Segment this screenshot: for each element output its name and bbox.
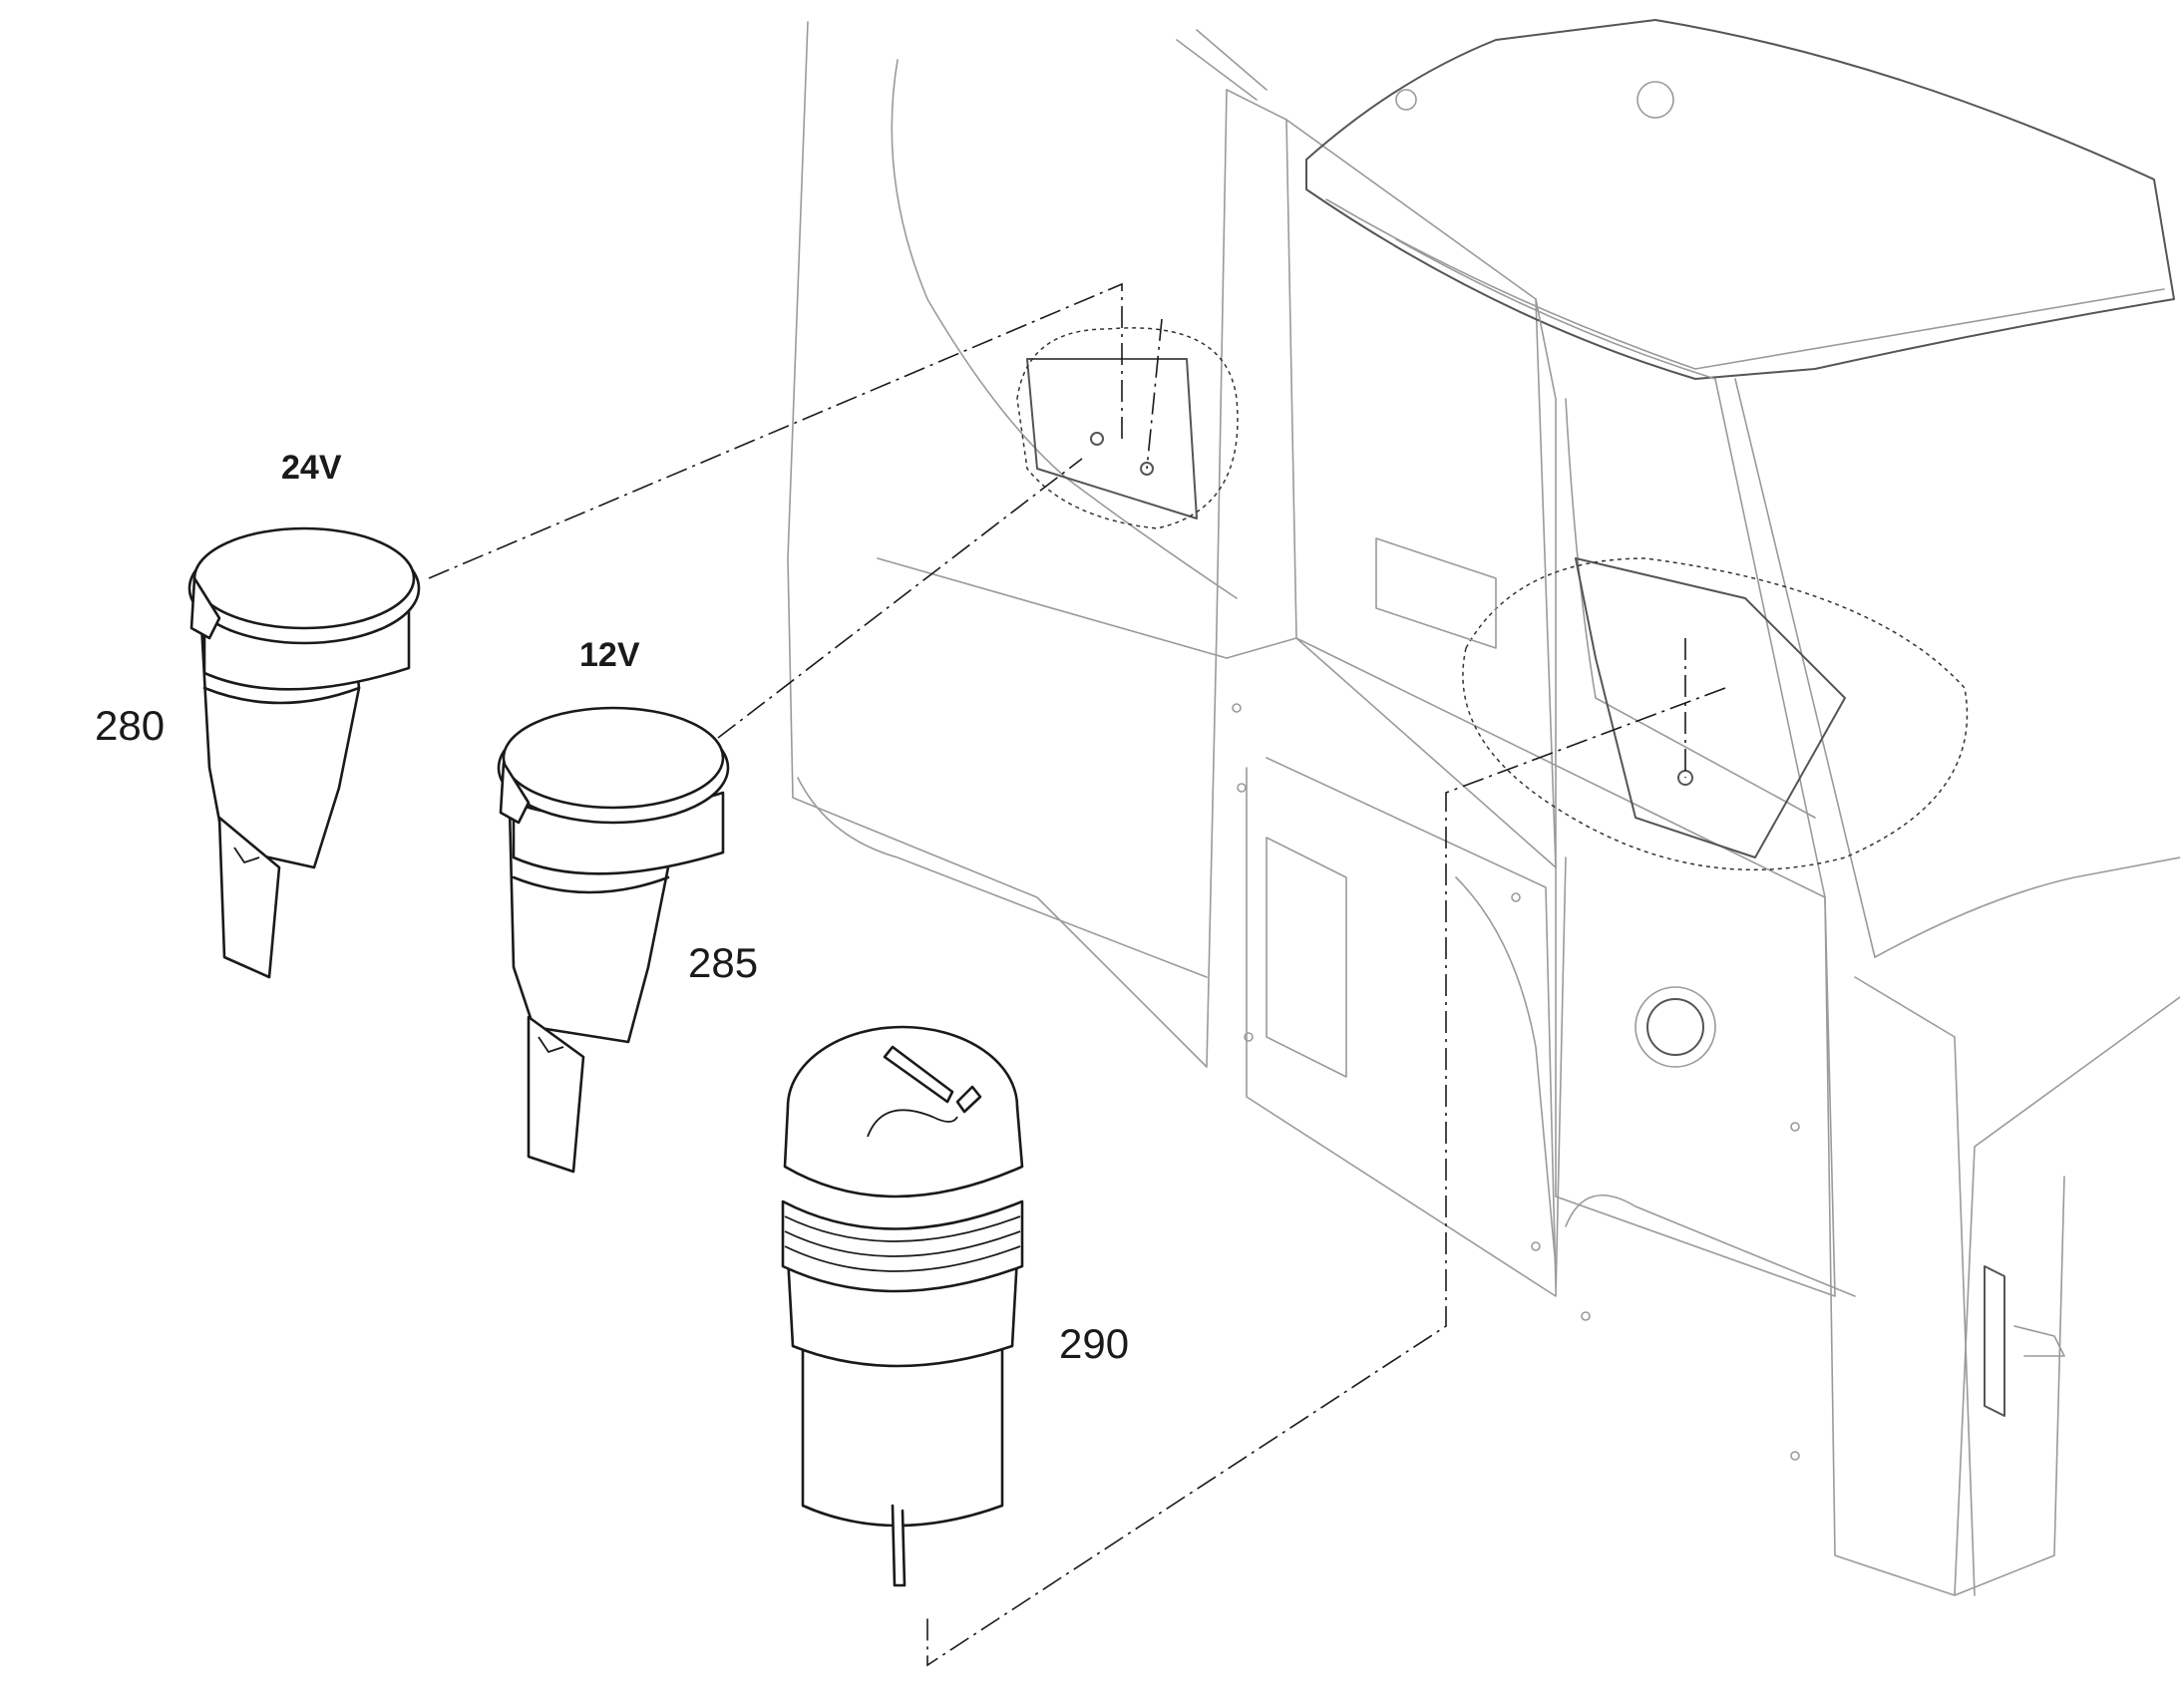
part-labels: 24V 280 12V 285 290 — [95, 449, 1129, 1367]
ashtray-cup — [781, 1025, 1024, 1587]
body-rivets — [1232, 703, 1800, 1461]
machine-body — [787, 19, 2180, 1596]
label-12v: 12V — [579, 636, 640, 674]
socket-24v — [187, 526, 421, 979]
label-24v: 24V — [281, 449, 342, 487]
label-280: 280 — [95, 702, 165, 749]
label-290: 290 — [1059, 1320, 1129, 1367]
assembly-lines — [428, 282, 1726, 1667]
socket-12v — [497, 706, 730, 1174]
label-285: 285 — [688, 939, 758, 986]
